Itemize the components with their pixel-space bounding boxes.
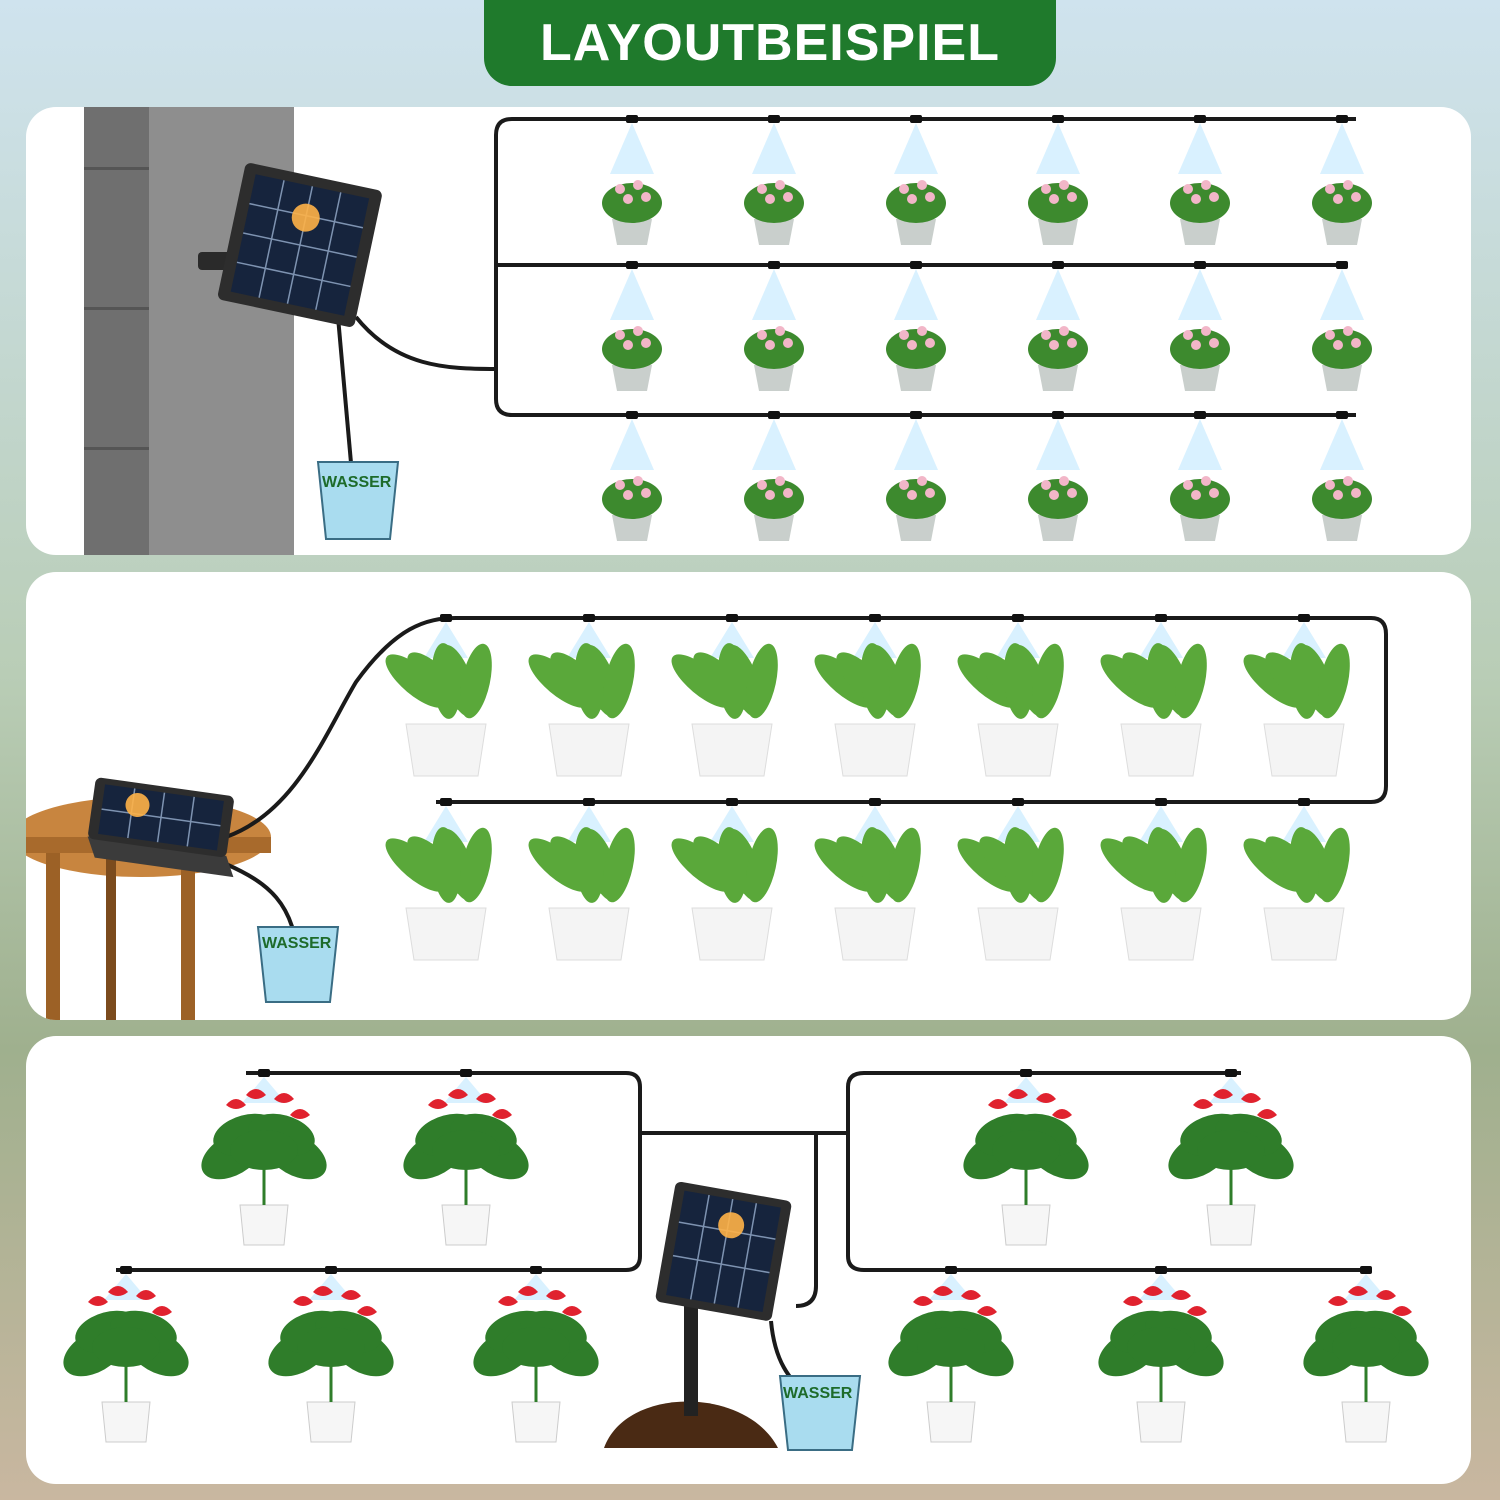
- mist-nozzle: [1036, 411, 1080, 470]
- calathea-potted-plant: [528, 827, 635, 961]
- mist-nozzle: [567, 614, 611, 658]
- mist-nozzle: [610, 115, 654, 174]
- mist-nozzle: [1320, 115, 1364, 174]
- mist-nozzle: [424, 614, 468, 658]
- mist-nozzle: [894, 261, 938, 320]
- mist-nozzle: [894, 411, 938, 470]
- anthurium-potted-plant: [473, 1286, 599, 1443]
- calathea-potted-plant: [385, 643, 492, 777]
- calathea-potted-plant: [957, 643, 1064, 777]
- calathea-potted-plant: [1100, 643, 1207, 777]
- mist-nozzle: [996, 614, 1040, 658]
- flowering-potted-plant: [886, 180, 946, 245]
- flowering-potted-plant: [744, 180, 804, 245]
- mist-nozzle: [610, 411, 654, 470]
- mist-nozzle: [853, 614, 897, 658]
- tube-network: [116, 1071, 1366, 1408]
- flowering-potted-plant: [886, 326, 946, 391]
- anthurium-potted-plant: [201, 1089, 327, 1246]
- solar-panel: [198, 163, 382, 327]
- mist-nozzle: [1139, 614, 1183, 658]
- mist-nozzle: [610, 261, 654, 320]
- flowering-potted-plant: [1312, 326, 1372, 391]
- solar-panel: [655, 1181, 792, 1321]
- mist-nozzle: [1282, 614, 1326, 658]
- flowering-potted-plant: [744, 326, 804, 391]
- plants: [602, 115, 1372, 541]
- mist-nozzle: [752, 411, 796, 470]
- layout-diagram-table: WASSER: [26, 614, 1388, 1020]
- flowering-potted-plant: [1312, 476, 1372, 541]
- flowering-potted-plant: [602, 326, 662, 391]
- water-label: WASSER: [262, 935, 332, 952]
- mist-nozzle: [1178, 411, 1222, 470]
- water-container: WASSER: [256, 926, 340, 1003]
- anthurium-potted-plant: [63, 1286, 189, 1443]
- mist-nozzle: [853, 798, 897, 842]
- flowering-potted-plant: [1028, 476, 1088, 541]
- flowering-potted-plant: [1312, 180, 1372, 245]
- mist-nozzle: [1178, 115, 1222, 174]
- anthurium-potted-plant: [963, 1089, 1089, 1246]
- mist-nozzle: [1036, 261, 1080, 320]
- mist-nozzle: [710, 798, 754, 842]
- flowering-potted-plant: [1170, 476, 1230, 541]
- mist-nozzle: [1178, 261, 1222, 320]
- calathea-potted-plant: [1100, 827, 1207, 961]
- mist-nozzle: [424, 798, 468, 842]
- wall-bricks: [84, 107, 149, 555]
- mist-nozzle: [1320, 411, 1364, 470]
- layout-panel-table: WASSER: [26, 572, 1471, 1020]
- layout-panel-wall: WASSER: [26, 107, 1471, 555]
- mist-nozzle: [1036, 115, 1080, 174]
- flowering-potted-plant: [744, 476, 804, 541]
- mist-nozzle: [996, 798, 1040, 842]
- anthurium-potted-plant: [888, 1286, 1014, 1443]
- calathea-potted-plant: [1243, 643, 1350, 777]
- calathea-potted-plant: [814, 827, 921, 961]
- anthurium-potted-plant: [1168, 1089, 1294, 1246]
- calathea-potted-plant: [957, 827, 1064, 961]
- flowering-potted-plant: [602, 476, 662, 541]
- calathea-potted-plant: [528, 643, 635, 777]
- calathea-potted-plant: [1243, 827, 1350, 961]
- mist-nozzle: [1139, 798, 1183, 842]
- calathea-potted-plant: [671, 827, 778, 961]
- mist-nozzle: [752, 261, 796, 320]
- anthurium-potted-plant: [268, 1286, 394, 1443]
- mist-nozzle: [752, 115, 796, 174]
- water-label: WASSER: [783, 1385, 853, 1402]
- flowering-potted-plant: [1028, 180, 1088, 245]
- flowering-potted-plant: [886, 476, 946, 541]
- mist-nozzle: [1320, 261, 1364, 320]
- flowering-potted-plant: [1170, 180, 1230, 245]
- mist-nozzle: [567, 798, 611, 842]
- anthurium-potted-plant: [403, 1089, 529, 1246]
- title-banner: LAYOUTBEISPIEL: [484, 0, 1056, 86]
- calathea-potted-plant: [671, 643, 778, 777]
- anthurium-potted-plant: [1098, 1286, 1224, 1443]
- plants: [385, 614, 1350, 961]
- solar-panel: [87, 777, 234, 878]
- soil-mound: [604, 1401, 778, 1448]
- water-label: WASSER: [322, 474, 392, 491]
- layout-diagram-ground: WASSER: [63, 1069, 1429, 1451]
- flowering-potted-plant: [1028, 326, 1088, 391]
- flowering-potted-plant: [1170, 326, 1230, 391]
- calathea-potted-plant: [814, 643, 921, 777]
- water-container: WASSER: [778, 1375, 862, 1451]
- calathea-potted-plant: [385, 827, 492, 961]
- mist-nozzle: [1282, 798, 1326, 842]
- anthurium-potted-plant: [1303, 1286, 1429, 1443]
- water-container: WASSER: [316, 461, 400, 540]
- plants: [63, 1069, 1429, 1443]
- page-title: LAYOUTBEISPIEL: [540, 14, 1000, 72]
- flowering-potted-plant: [602, 180, 662, 245]
- mist-nozzle: [710, 614, 754, 658]
- layout-diagram-wall: WASSER: [84, 107, 1372, 555]
- layout-panel-ground: WASSER: [26, 1036, 1471, 1484]
- mist-nozzle: [894, 115, 938, 174]
